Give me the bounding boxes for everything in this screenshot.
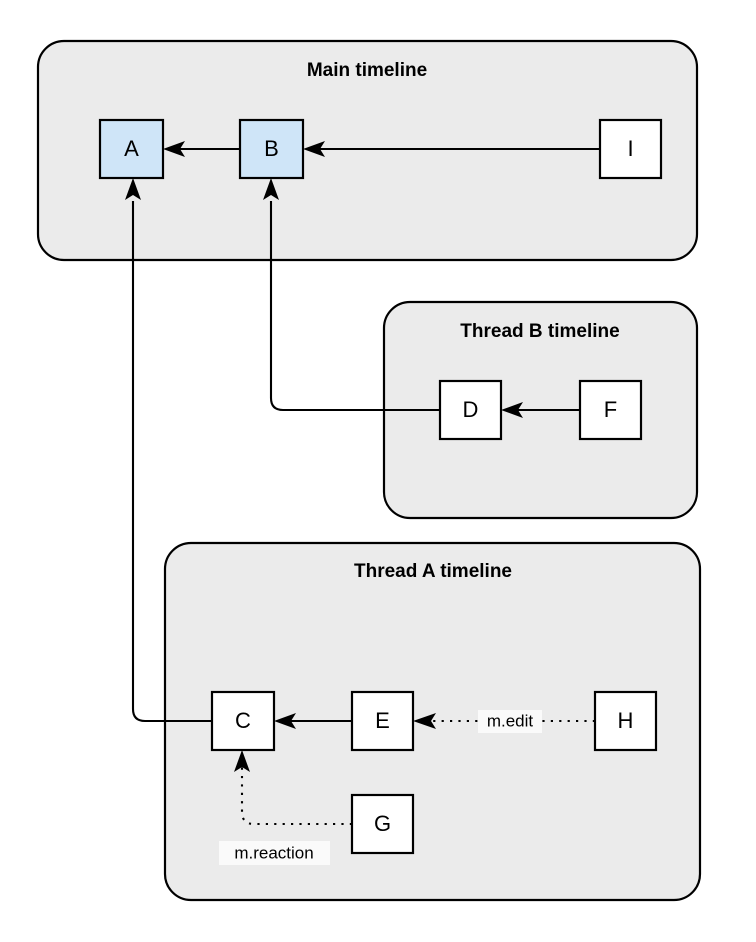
edge-d-to-b[interactable] (263, 178, 440, 412)
node-d[interactable]: D (438, 379, 503, 441)
node-e-label: E (375, 708, 390, 733)
group-main-timeline[interactable]: Main timeline (36, 39, 699, 262)
edge-label-m-reaction-bg (219, 841, 330, 865)
edge-label-m-edit-bg (478, 710, 542, 733)
group-main-timeline-title: Main timeline (307, 60, 427, 81)
edge-b-to-a-arrowhead (163, 141, 185, 157)
edge-b-to-a[interactable] (163, 141, 240, 157)
edge-c-to-a-line (131, 201, 212, 723)
edge-label-m-edit: m.edit (478, 710, 542, 733)
node-c-label: C (235, 708, 251, 733)
edge-g-to-c-arrowhead (234, 750, 250, 772)
group-thread-b-timeline-title: Thread B timeline (460, 321, 619, 342)
edge-e-to-c[interactable] (274, 713, 352, 729)
node-b-box[interactable] (238, 118, 305, 180)
edge-f-to-d-arrowhead (501, 402, 523, 418)
node-h-box[interactable] (593, 690, 658, 752)
node-f[interactable]: F (578, 379, 643, 441)
edge-label-m-reaction-text: m.reaction (234, 843, 313, 862)
node-a-box[interactable] (98, 118, 165, 180)
node-h[interactable]: H (593, 690, 658, 752)
node-c[interactable]: C (210, 690, 276, 752)
node-a-label: A (124, 136, 139, 161)
node-i-box[interactable] (598, 118, 663, 180)
edge-i-to-b-arrowhead (303, 141, 325, 157)
node-i-label: I (627, 136, 633, 161)
node-b-label: B (264, 136, 279, 161)
edge-d-to-b-line (269, 201, 440, 412)
node-d-label: D (463, 397, 479, 422)
edge-g-to-c[interactable] (234, 750, 352, 826)
group-main-timeline-box[interactable] (36, 39, 699, 262)
edge-f-to-d[interactable] (501, 402, 580, 418)
node-h-label: H (618, 708, 634, 733)
node-c-box[interactable] (210, 690, 276, 752)
node-a[interactable]: A (98, 118, 165, 180)
node-f-label: F (604, 397, 617, 422)
node-f-box[interactable] (578, 379, 643, 441)
node-i[interactable]: I (598, 118, 663, 180)
edge-h-to-e-arrowhead (413, 713, 436, 729)
node-g-label: G (374, 811, 391, 836)
edge-c-to-a[interactable] (125, 178, 212, 723)
node-g-box[interactable] (350, 793, 415, 855)
node-g[interactable]: G (350, 793, 415, 855)
edge-e-to-c-arrowhead (274, 713, 296, 729)
node-e-box[interactable] (350, 690, 415, 752)
node-b[interactable]: B (238, 118, 305, 180)
edge-d-to-b-arrowhead (263, 178, 279, 200)
edge-label-m-edit-text: m.edit (487, 711, 534, 730)
edge-label-m-reaction: m.reaction (219, 841, 330, 865)
edge-i-to-b[interactable] (303, 141, 600, 157)
node-d-box[interactable] (438, 379, 503, 441)
node-e[interactable]: E (350, 690, 415, 752)
edge-c-to-a-arrowhead (125, 178, 141, 200)
group-thread-a-timeline-title: Thread A timeline (354, 561, 512, 582)
